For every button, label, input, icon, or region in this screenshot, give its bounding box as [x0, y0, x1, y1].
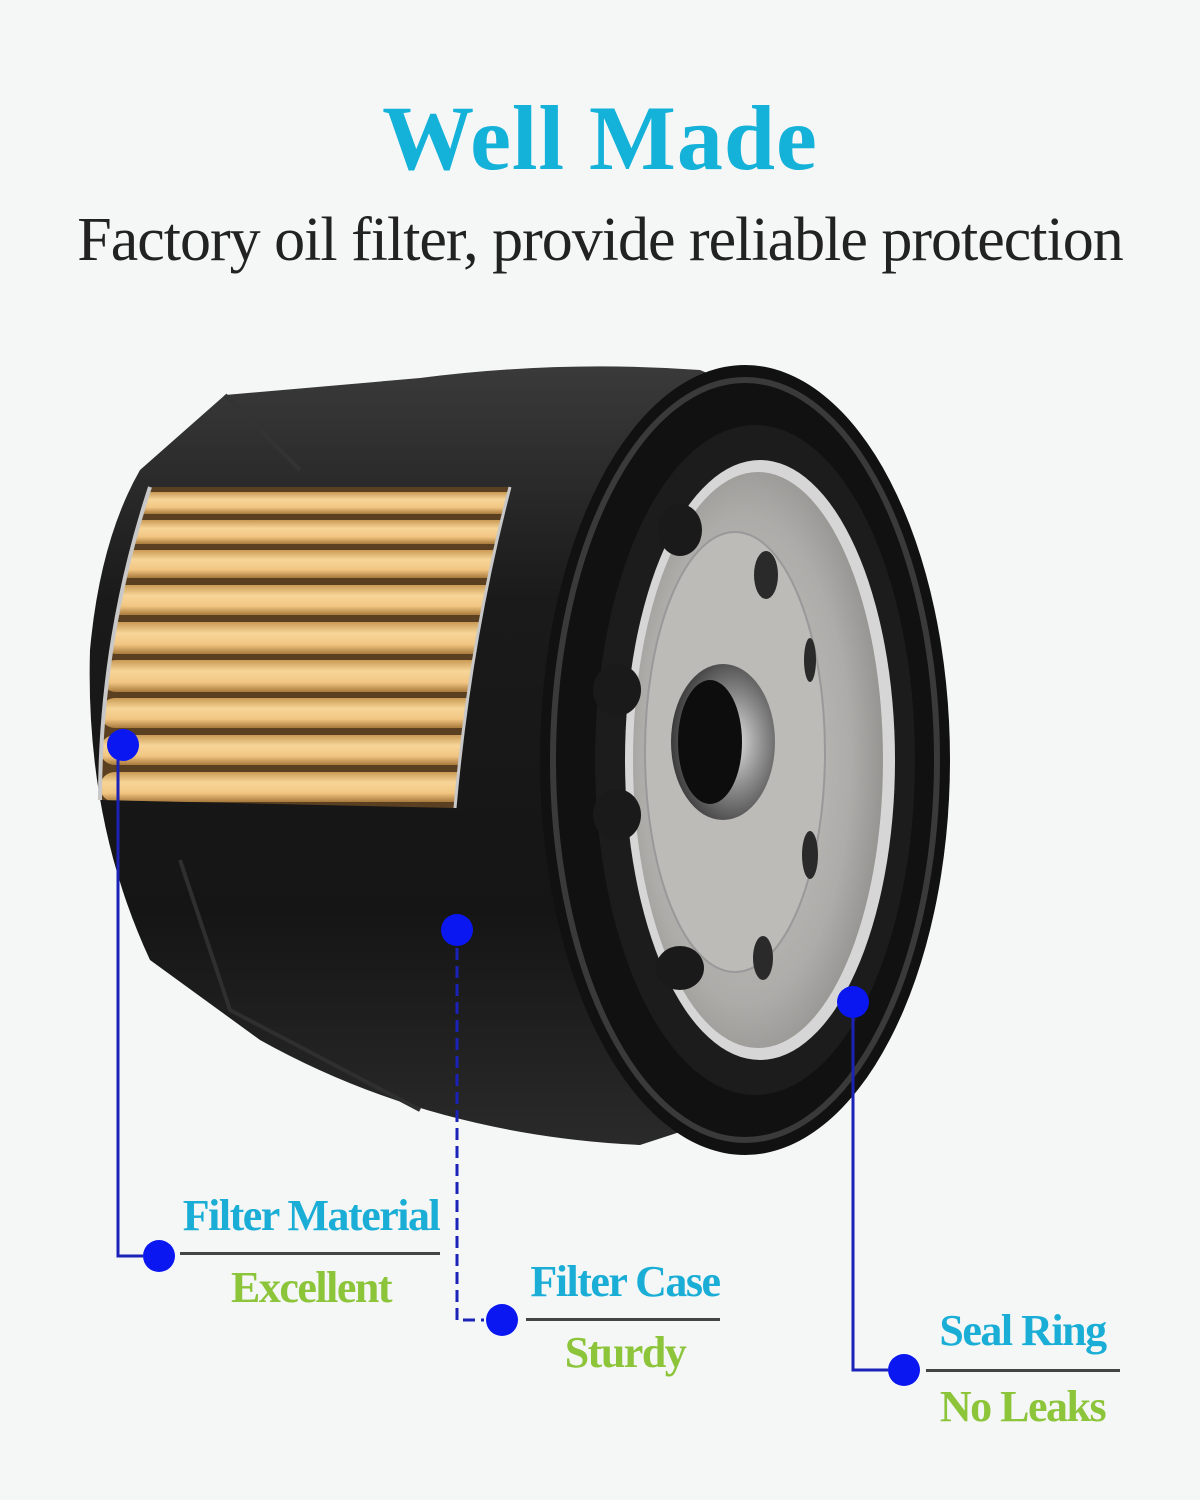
seal-ring-rule: [926, 1369, 1120, 1372]
base-plate: [593, 460, 895, 1060]
seal-ring-marker[interactable]: [837, 986, 869, 1018]
page-subtitle: Factory oil filter, provide reliable pro…: [77, 206, 1123, 274]
seal-ring-label-dot: [888, 1354, 920, 1386]
filter-case-marker[interactable]: [441, 914, 473, 946]
filter-material-rule: [180, 1252, 440, 1255]
seal-ring-subtitle: No Leaks: [939, 1382, 1107, 1431]
filter-case-label-dot: [486, 1304, 518, 1336]
filter-case-subtitle: Sturdy: [564, 1328, 687, 1377]
filter-case-rule: [526, 1318, 720, 1321]
filter-material-marker[interactable]: [107, 729, 139, 761]
page-title: Well Made: [382, 87, 818, 189]
filter-material-title: Filter Material: [182, 1191, 441, 1240]
seal-ring-title: Seal Ring: [939, 1306, 1107, 1355]
filter-material-label-dot: [143, 1240, 175, 1272]
filter-media-window: [98, 486, 512, 809]
filter-material-subtitle: Excellent: [230, 1263, 393, 1312]
filter-case-title: Filter Case: [530, 1257, 721, 1306]
